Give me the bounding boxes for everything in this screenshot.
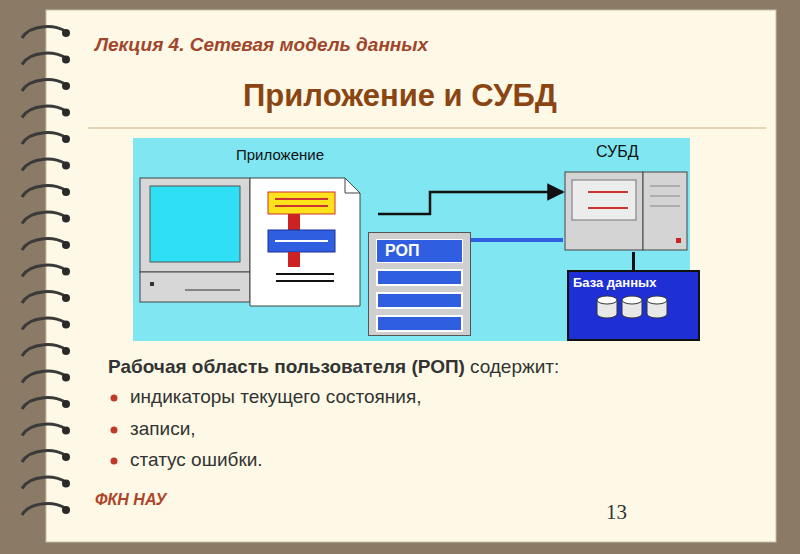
db-link (632, 252, 635, 270)
disk-icons (569, 290, 686, 324)
record-bar (376, 269, 463, 286)
computer-illustration (140, 178, 250, 302)
diagram-panel (133, 138, 690, 341)
slide-title: Приложение и СУБД (0, 78, 800, 114)
node-label: Приложение (232, 146, 378, 163)
page-number: 13 (606, 500, 627, 525)
footer-text: ФКН НАУ (95, 491, 166, 509)
box-header: РОП (376, 239, 463, 263)
intro-text: Рабочая область пользователя (РОП) (108, 356, 465, 378)
bullet (111, 458, 118, 465)
intro-text: содержит: (470, 356, 559, 378)
record-bar (376, 315, 463, 332)
node-label: СУБД (563, 143, 705, 161)
dbms-node: СУБД (563, 143, 705, 252)
data-link (471, 238, 563, 242)
node-label: РОП (385, 242, 454, 260)
user-work-area-box: РОП (368, 232, 471, 336)
application-node: Приложение (232, 146, 378, 306)
title-rule (88, 127, 766, 129)
bullet (111, 395, 118, 402)
bullet-text: индикаторы текущего состояния, (130, 386, 421, 408)
document-illustration (250, 178, 360, 306)
bullet-text: статус ошибки. (130, 449, 263, 471)
record-bar (376, 292, 463, 309)
database-box: База данных (567, 270, 700, 341)
bullet-text: записи, (130, 418, 196, 440)
lecture-header: Лекция 4. Сетевая модель данных (95, 34, 428, 56)
spiral-rings (22, 27, 70, 515)
arrow-connector (378, 192, 563, 214)
node-label: База данных (569, 272, 698, 290)
bullet (111, 427, 118, 434)
server-illustration (565, 172, 687, 250)
